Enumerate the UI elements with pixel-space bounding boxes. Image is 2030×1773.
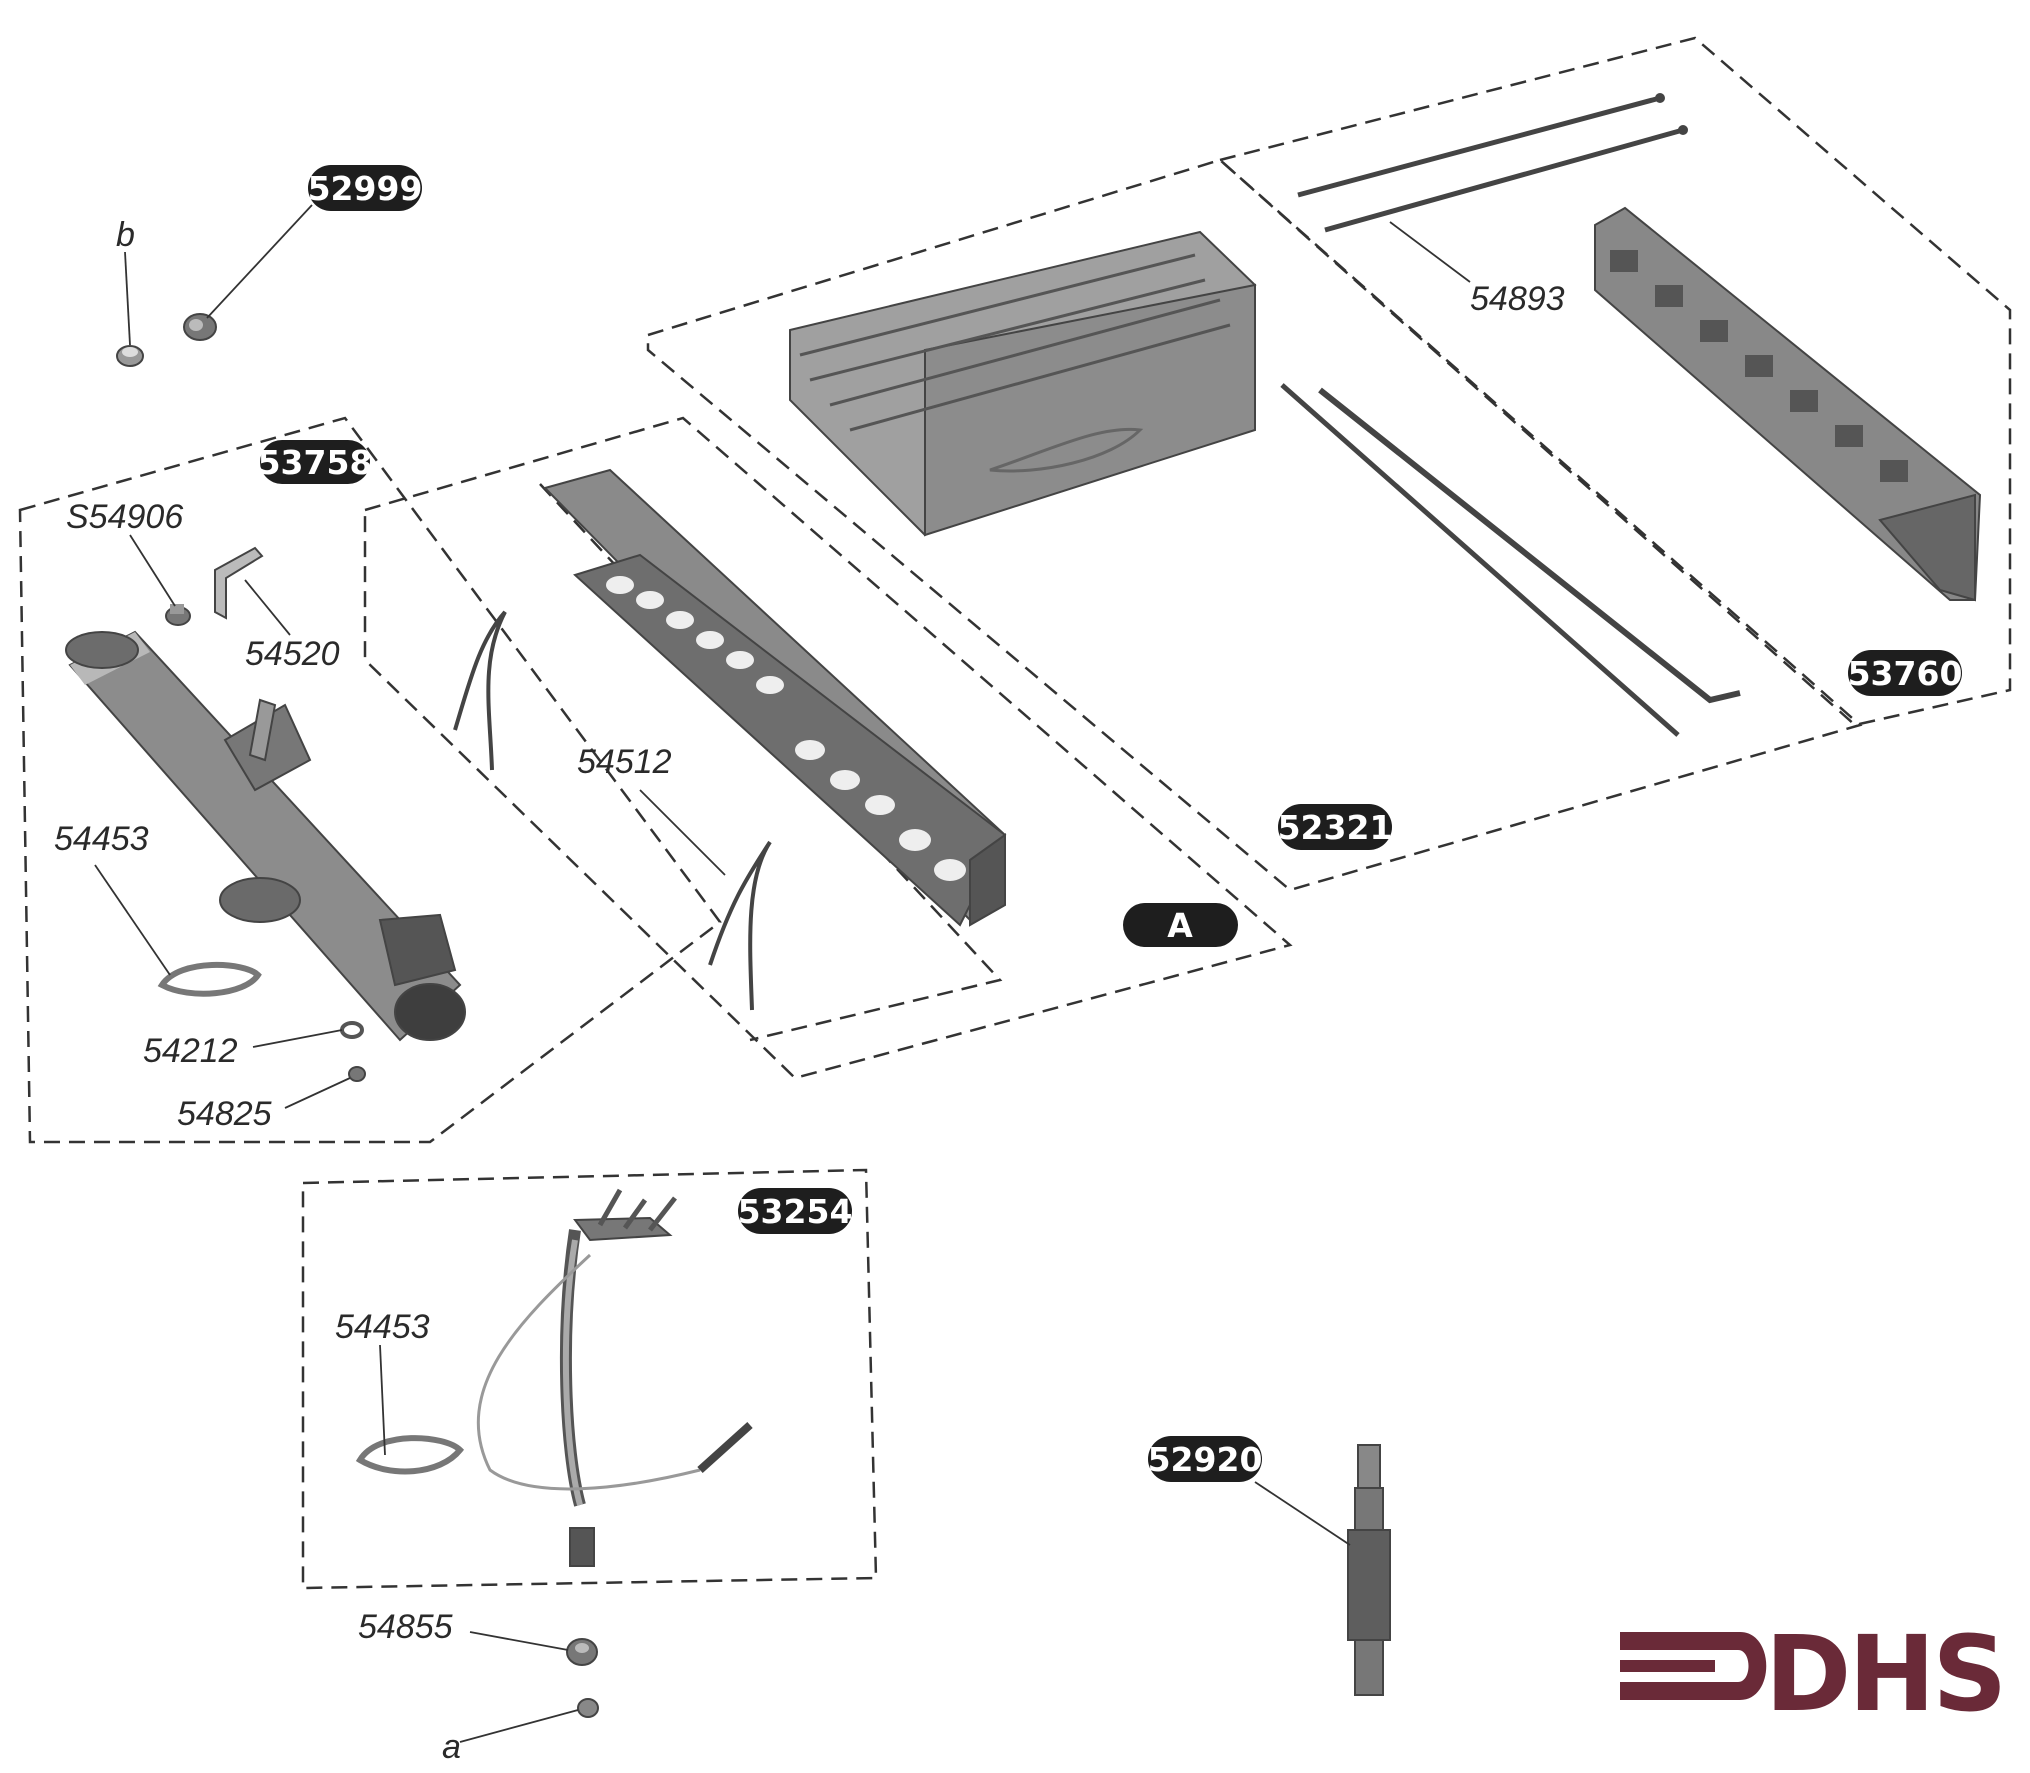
leader-b [124, 251, 131, 346]
group-outline-53760 [1217, 36, 2012, 727]
group-outline-52321 [646, 158, 1863, 892]
badge-52321: 52321 [1278, 804, 1393, 850]
label-54453-top: 54453 [54, 820, 149, 858]
badge-53758: 53758 [258, 440, 373, 484]
leader-52999 [206, 204, 313, 319]
burner-tube [65, 630, 466, 1042]
svg-text:53758: 53758 [258, 443, 373, 482]
clip-54453-top [157, 961, 262, 997]
bracket-54520 [214, 546, 264, 620]
group-outline-53758 [18, 416, 722, 1144]
svg-text:DHS: DHS [1765, 1613, 2004, 1735]
leader-S54906 [129, 534, 176, 607]
leader-54855 [469, 1631, 569, 1651]
burner-tray [543, 468, 1007, 927]
label-54855: 54855 [358, 1608, 453, 1646]
heat-exchanger [789, 230, 1257, 537]
rod-54893-b [1324, 127, 1684, 233]
label-a: a [442, 1728, 461, 1766]
leader-a [459, 1709, 579, 1743]
badge-52999: 52999 [308, 165, 423, 211]
badge-52920: 52920 [1148, 1436, 1263, 1482]
badge-53254: 53254 [738, 1188, 853, 1234]
label-54212: 54212 [143, 1032, 238, 1070]
leader-54825 [284, 1077, 351, 1109]
leader-54520 [244, 579, 291, 636]
screw-54825 [348, 1066, 366, 1082]
group-outline-53254 [301, 1168, 878, 1590]
group-outline-A [363, 416, 1293, 1080]
svg-text:53254: 53254 [738, 1192, 853, 1231]
leader-54453-bottom [379, 1344, 386, 1456]
leader-54453-top [94, 864, 171, 976]
wire-rod-54512-b [708, 840, 772, 1011]
rod-52321-b [1318, 387, 1741, 704]
washer-b [116, 345, 144, 367]
badge-53760: 53760 [1848, 650, 1963, 696]
label-54520: 54520 [245, 635, 340, 673]
leader-54212 [252, 1029, 343, 1048]
label-54453-bottom: 54453 [335, 1308, 430, 1346]
label-b: b [116, 216, 135, 254]
label-54512: 54512 [577, 743, 672, 781]
fitting-53254 [569, 1527, 595, 1567]
leader-54512 [639, 789, 726, 876]
label-54825: 54825 [177, 1095, 272, 1133]
screw-S54906 [165, 604, 191, 626]
nut-52999 [183, 313, 217, 341]
cap-a [577, 1698, 599, 1718]
badge-A: A [1123, 903, 1238, 947]
valve-stem-52920 [1347, 1444, 1391, 1696]
svg-text:A: A [1167, 906, 1193, 945]
leader-52920 [1254, 1481, 1351, 1546]
leader-54893 [1389, 221, 1471, 283]
pilot-assembly [476, 1188, 753, 1507]
manifold-53760 [1594, 206, 1982, 602]
ring-54212 [340, 1021, 364, 1039]
label-S54906: S54906 [66, 498, 183, 536]
svg-text:52920: 52920 [1148, 1440, 1263, 1479]
wire-rod-54512-a [453, 610, 507, 771]
dhs-logo: DHS [1620, 1613, 2007, 1735]
rod-54893-a [1297, 95, 1661, 198]
svg-text:53760: 53760 [1848, 654, 1963, 693]
rod-52321-a [1280, 383, 1680, 737]
svg-text:52999: 52999 [308, 169, 423, 208]
clip-54453-bottom [355, 1435, 465, 1475]
nut-54855 [566, 1638, 598, 1666]
svg-text:52321: 52321 [1278, 808, 1393, 847]
label-54893: 54893 [1470, 280, 1565, 318]
